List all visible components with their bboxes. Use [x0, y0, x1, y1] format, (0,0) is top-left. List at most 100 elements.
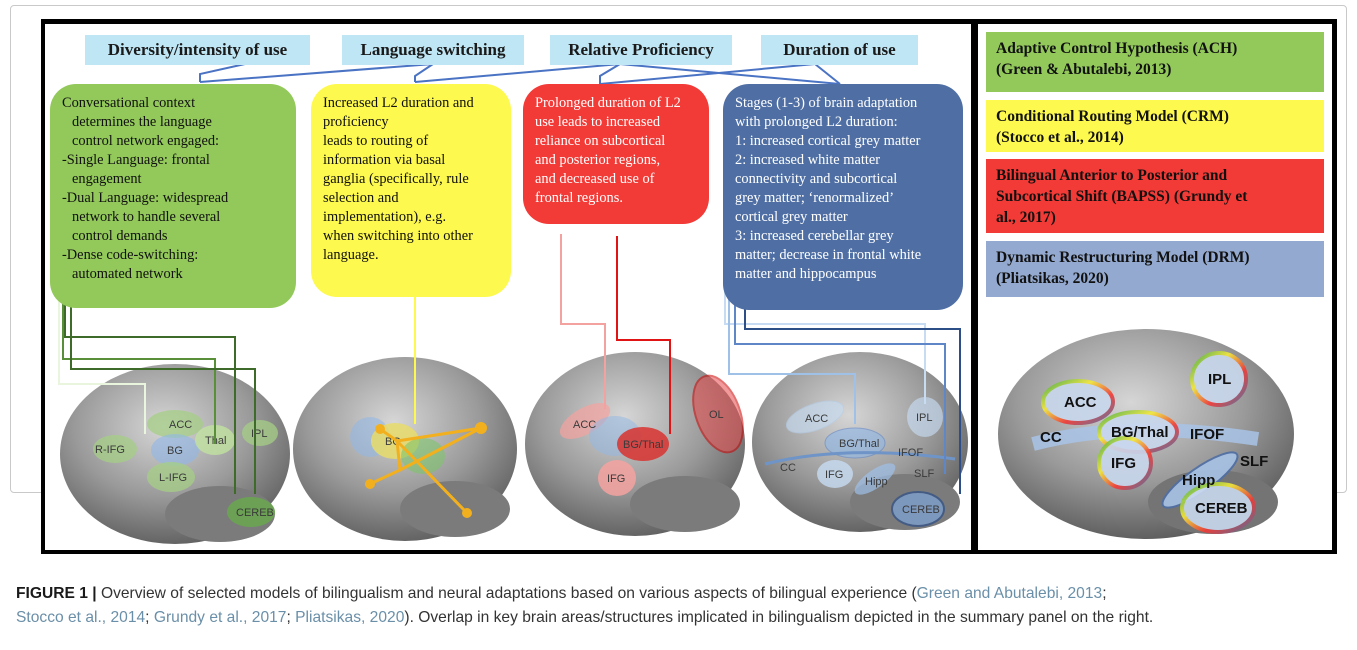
caption-ref-link[interactable]: Grundy et al., 2017 — [153, 609, 287, 626]
box-drm-line: connectivity and subcortical — [735, 171, 898, 187]
b1-label-cereb: CEREB — [236, 507, 274, 519]
caption-text: ; — [286, 609, 296, 626]
brain-3: ACC BG/Thal OL IFG — [525, 234, 745, 536]
b1-label-lifg: L-IFG — [159, 472, 187, 484]
box-drm-line: 3: increased cerebellar grey — [735, 228, 894, 244]
box-crm-line: proficiency — [323, 114, 389, 130]
caption-ref-link[interactable]: Green and Abutalebi, 2013 — [916, 585, 1103, 602]
figure-caption: FIGURE 1 | Overview of selected models o… — [16, 582, 1346, 630]
factor-proficiency-label: Relative Proficiency — [568, 40, 714, 59]
brain-1: ACC R-IFG BG Thal IPL L-IFG CEREB — [58, 204, 290, 544]
factor-switching: Language switching — [342, 35, 524, 65]
box-ach-line: determines the language — [72, 114, 212, 130]
model-bapss-line: Subcortical Shift (BAPSS) (Grundy et — [996, 188, 1248, 205]
left-panel: ACC R-IFG BG Thal IPL L-IFG CEREB BG — [45, 24, 971, 550]
b4-label-cereb: CEREB — [902, 504, 940, 516]
caption-line-1: FIGURE 1 | Overview of selected models o… — [16, 582, 1346, 606]
box-ach-line: network to handle several — [72, 209, 221, 225]
model-drm-line: (Pliatsikas, 2020) — [996, 270, 1109, 287]
box-ach-line: control demands — [72, 228, 168, 244]
caption-line-2: Stocco et al., 2014; Grundy et al., 2017… — [16, 606, 1346, 630]
box-crm-line: language. — [323, 247, 379, 263]
caption-ref-link[interactable]: Stocco et al., 2014 — [16, 609, 146, 626]
box-bapss-line: and decreased use of — [535, 171, 655, 187]
box-drm-line: Stages (1-3) of brain adaptation — [735, 95, 918, 111]
box-ach-line: -Dual Language: widespread — [62, 190, 229, 206]
box-bapss-line: reliance on subcortical — [535, 133, 666, 149]
summary-label-hipp: Hipp — [1182, 472, 1215, 489]
summary-label-ifof: IFOF — [1190, 426, 1224, 443]
model-bapss-line: al., 2017) — [996, 209, 1056, 226]
box-drm-line: 2: increased white matter — [735, 152, 881, 168]
b4-label-bgthal: BG/Thal — [839, 438, 879, 450]
factor-duration-label: Duration of use — [783, 40, 896, 59]
model-drm: Dynamic Restructuring Model (DRM) (Pliat… — [986, 241, 1324, 297]
brain-4: ACC BG/Thal IPL IFOF CC IFG Hipp SLF CER… — [724, 184, 968, 532]
box-bapss-line: Prolonged duration of L2 — [535, 95, 681, 111]
box-ach-line: control network engaged: — [72, 133, 220, 149]
b3-label-ol: OL — [709, 409, 724, 421]
summary-label-ifg: IFG — [1111, 455, 1136, 472]
b4-label-ifg: IFG — [825, 469, 843, 481]
b3-label-ifg: IFG — [607, 473, 625, 485]
b4-label-acc: ACC — [805, 413, 828, 425]
factor-proficiency: Relative Proficiency — [550, 35, 732, 65]
factor-duration: Duration of use — [761, 35, 918, 65]
box-ach: Conversational context determines the la… — [50, 84, 296, 308]
model-crm: Conditional Routing Model (CRM) (Stocco … — [986, 100, 1324, 152]
box-crm: Increased L2 duration and proficiency le… — [311, 84, 511, 297]
summary-label-cereb: CEREB — [1195, 500, 1248, 517]
brains-left-svg: ACC R-IFG BG Thal IPL L-IFG CEREB BG — [58, 63, 968, 544]
caption-ref-link[interactable]: Pliatsikas, 2020 — [295, 609, 405, 626]
box-bapss: Prolonged duration of L2 use leads to in… — [523, 84, 709, 224]
model-crm-line: Conditional Routing Model (CRM) — [996, 108, 1229, 125]
box-ach-line: engagement — [72, 171, 142, 187]
box-ach-line: -Dense code-switching: — [62, 247, 199, 263]
b4-label-ipl: IPL — [916, 412, 933, 424]
box-drm-line: with prolonged L2 duration: — [735, 114, 898, 130]
factor-diversity-label: Diversity/intensity of use — [107, 40, 288, 59]
box-ach-line: automated network — [72, 266, 183, 282]
factor-switching-label: Language switching — [360, 40, 506, 59]
box-crm-line: Increased L2 duration and — [323, 95, 474, 111]
box-bapss-line: use leads to increased — [535, 114, 661, 130]
b1-label-bg: BG — [167, 445, 183, 457]
caption-text: ). Overlap in key brain areas/structures… — [404, 609, 1154, 626]
summary-label-cc: CC — [1040, 429, 1062, 446]
box-drm: Stages (1-3) of brain adaptation with pr… — [723, 84, 963, 310]
b4-label-cc: CC — [780, 462, 796, 474]
summary-label-ipl: IPL — [1208, 371, 1231, 388]
box-bapss-line: and posterior regions, — [535, 152, 661, 168]
b4-label-slf: SLF — [914, 468, 934, 480]
box-crm-line: ganglia (specifically, rule — [323, 171, 469, 187]
caption-text: ; — [1102, 585, 1107, 602]
b1-label-ipl: IPL — [251, 428, 268, 440]
box-drm-line: matter and hippocampus — [735, 266, 877, 282]
box-crm-line: implementation), e.g. — [323, 209, 447, 225]
box-ach-line: -Single Language: frontal — [62, 152, 210, 168]
box-crm-line: selection and — [323, 190, 399, 206]
summary-label-slf: SLF — [1240, 453, 1268, 470]
summary-brain: IPL ACC BG/Thal CC IFOF IFG SLF Hipp CER… — [998, 329, 1294, 539]
box-drm-line: 1: increased cortical grey matter — [735, 133, 921, 149]
model-drm-line: Dynamic Restructuring Model (DRM) — [996, 249, 1250, 266]
summary-brain-svg: IPL ACC BG/Thal CC IFOF IFG SLF Hipp CER… — [998, 329, 1294, 539]
caption-text: Overview of selected models of bilingual… — [96, 585, 917, 602]
b3-label-bgthal: BG/Thal — [623, 439, 663, 451]
b4-label-ifof: IFOF — [898, 447, 923, 459]
caption-text: ; — [145, 609, 154, 626]
box-drm-line: cortical grey matter — [735, 209, 848, 225]
model-bapss: Bilingual Anterior to Posterior and Subc… — [986, 159, 1324, 233]
box-crm-line: when switching into other — [323, 228, 473, 244]
summary-label-acc: ACC — [1064, 394, 1097, 411]
factor-connectors — [199, 63, 841, 85]
summary-panel: Adaptive Control Hypothesis (ACH) (Green… — [978, 24, 1332, 550]
model-ach-line: Adaptive Control Hypothesis (ACH) — [996, 40, 1238, 57]
box-crm-line: information via basal — [323, 152, 446, 168]
box-drm-line: matter; decrease in frontal white — [735, 247, 922, 263]
box-ach-line: Conversational context — [62, 95, 196, 111]
model-ach: Adaptive Control Hypothesis (ACH) (Green… — [986, 32, 1324, 92]
box-crm-line: leads to routing of — [323, 133, 429, 149]
model-bapss-line: Bilingual Anterior to Posterior and — [996, 167, 1228, 184]
box-drm-line: grey matter; ‘renormalized’ — [735, 190, 895, 206]
